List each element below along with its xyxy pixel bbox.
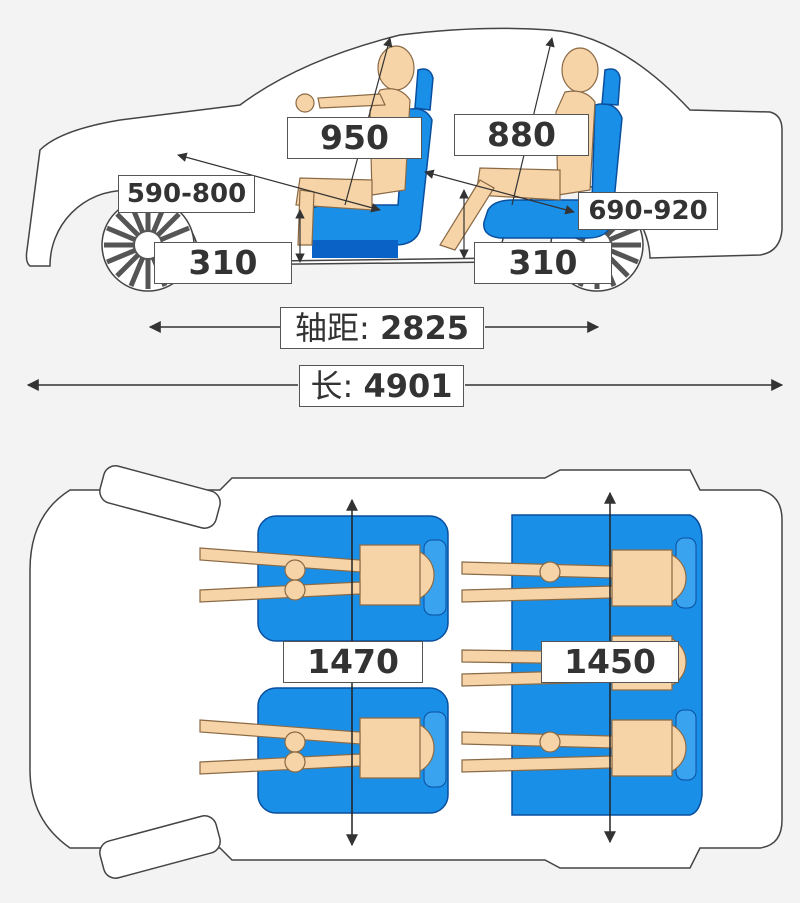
length-caption: 长: [310, 367, 354, 405]
right-mirror [99, 815, 221, 879]
left-mirror [99, 465, 221, 529]
front-headroom-label: 950 [287, 117, 422, 159]
front-wheel [101, 198, 195, 292]
front-legroom-label: 590-800 [118, 175, 255, 213]
wheelbase-caption: 轴距: [294, 309, 370, 347]
wheelbase-label: 轴距: 2825 [280, 307, 484, 349]
length-label: 长: 4901 [299, 365, 464, 407]
front-shoulder-width-label: 1470 [283, 641, 423, 683]
front-seat-height-label: 310 [154, 242, 292, 284]
wheelbase-value: 2825 [379, 309, 470, 347]
rear-seat-height-label: 310 [474, 242, 612, 284]
length-value: 4901 [363, 367, 453, 405]
rear-shoulder-width-label: 1450 [541, 641, 679, 683]
rear-headroom-label: 880 [454, 114, 589, 156]
rear-legroom-label: 690-920 [578, 192, 718, 230]
